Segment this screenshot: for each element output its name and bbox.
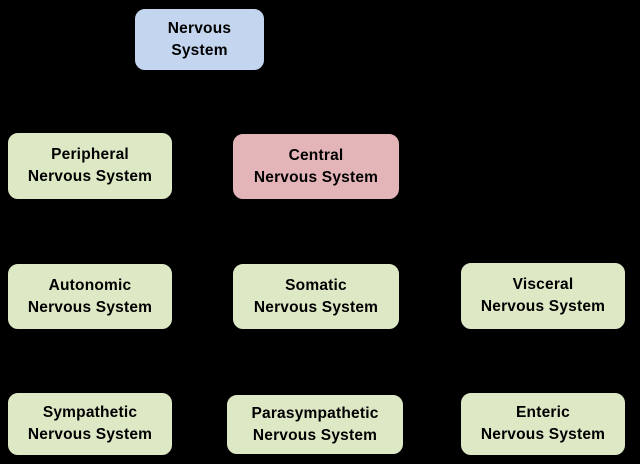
node-label-visceral-nervous-system: Visceral Nervous System — [480, 276, 606, 315]
node-label-parasympathetic-nervous-system: Parasympathetic Nervous System — [251, 404, 379, 444]
node-label-sympathetic-nervous-system: Sympathetic Nervous System — [27, 404, 153, 443]
node-somatic-nervous-system: Somatic Nervous System — [230, 261, 402, 332]
node-label-central-nervous-system: Central Nervous System — [253, 146, 379, 186]
node-autonomic-nervous-system: Autonomic Nervous System — [5, 261, 175, 332]
node-label-enteric-nervous-system: Enteric Nervous System — [480, 404, 606, 443]
node-label-peripheral-nervous-system: Peripheral Nervous System — [27, 146, 153, 185]
node-peripheral-nervous-system: Peripheral Nervous System — [5, 130, 175, 202]
node-label-nervous-system: Nervous System — [167, 19, 232, 59]
node-label-autonomic-nervous-system: Autonomic Nervous System — [27, 276, 153, 316]
node-nervous-system: Nervous System — [132, 6, 267, 73]
node-sympathetic-nervous-system: Sympathetic Nervous System — [5, 390, 175, 458]
node-parasympathetic-nervous-system: Parasympathetic Nervous System — [224, 392, 406, 457]
node-central-nervous-system: Central Nervous System — [230, 131, 402, 202]
node-label-somatic-nervous-system: Somatic Nervous System — [253, 276, 379, 316]
node-visceral-nervous-system: Visceral Nervous System — [458, 260, 628, 332]
node-enteric-nervous-system: Enteric Nervous System — [458, 390, 628, 458]
